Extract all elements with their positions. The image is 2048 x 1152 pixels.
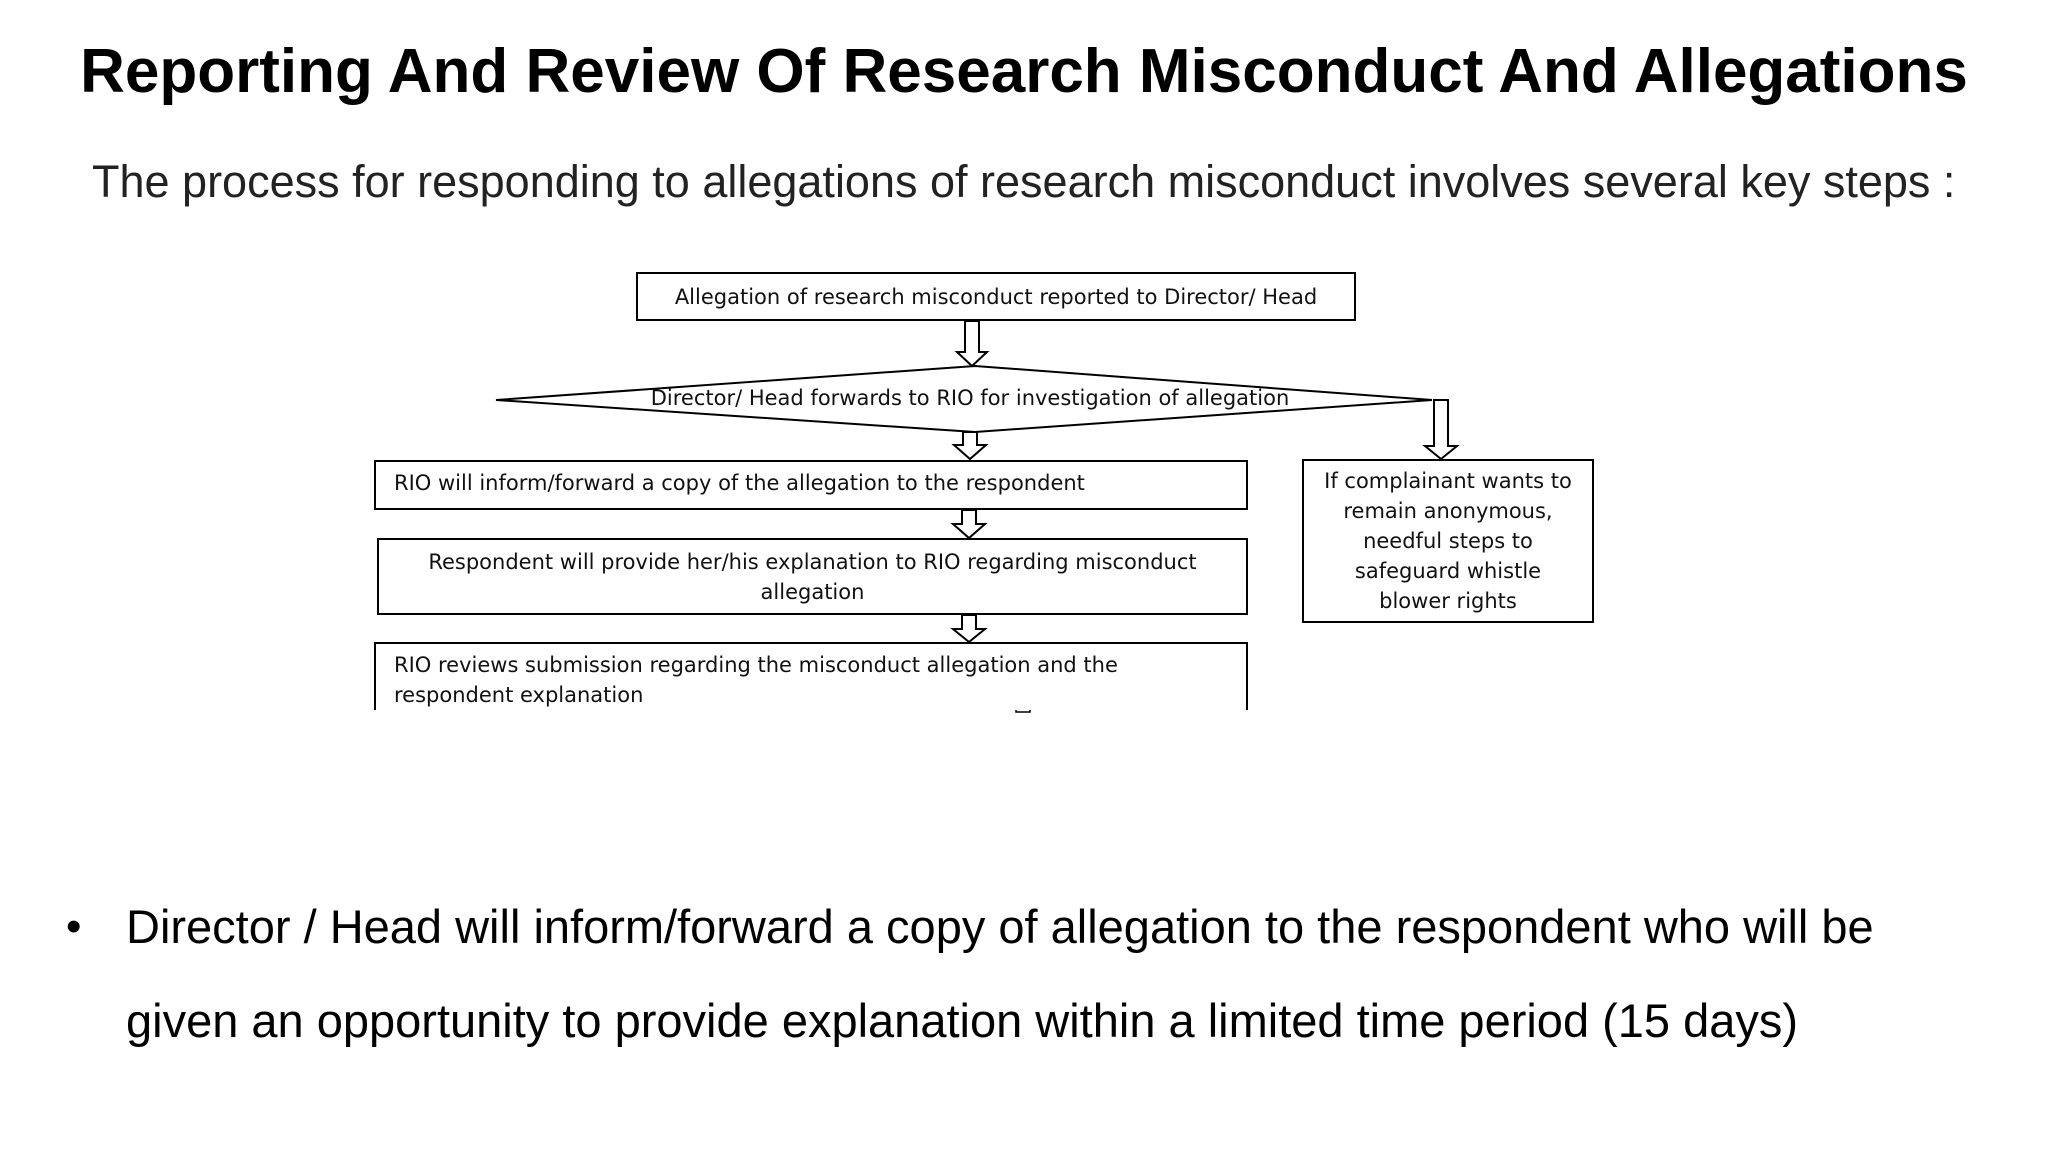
flow-step-rio-review: RIO reviews submission regarding the mis… <box>374 642 1248 710</box>
flow-step-allegation-reported: Allegation of research misconduct report… <box>636 272 1356 321</box>
bullet-dot-icon: • <box>66 902 82 951</box>
flow-side-note-anonymous-complainant: If complainant wants to remain anonymous… <box>1302 459 1594 623</box>
slide-title: Reporting And Review Of Research Miscond… <box>80 37 1968 106</box>
bullet-item: • Director / Head will inform/forward a … <box>66 880 1966 1068</box>
arrow-decision-to-sidenote <box>1422 399 1460 461</box>
flow-decision-forward-to-rio: Director/ Head forwards to RIO for inves… <box>650 386 1290 410</box>
decision-diamond <box>495 364 1433 434</box>
arrow-step2-to-step3 <box>950 509 988 540</box>
arrow-step3-to-step4 <box>950 614 988 644</box>
slide-subtitle: The process for responding to allegation… <box>92 156 1956 207</box>
flow-step-respondent-explanation: Respondent will provide her/his explanat… <box>377 538 1248 615</box>
bullet-list: • Director / Head will inform/forward a … <box>66 880 1966 1068</box>
flow-step-rio-inform-respondent: RIO will inform/forward a copy of the al… <box>374 460 1248 510</box>
bullet-text: Director / Head will inform/forward a co… <box>126 900 1874 1047</box>
arrow-decision-to-step2 <box>951 431 989 461</box>
arrow-step1-to-decision <box>954 320 990 368</box>
